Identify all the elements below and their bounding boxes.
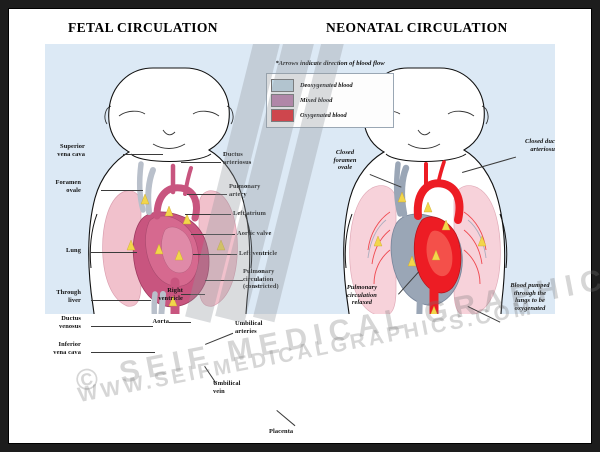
label-left-atrium: Left atrium	[233, 210, 266, 217]
title-fetal-circulation: FETAL CIRCULATION	[68, 20, 218, 35]
label-lung: Lung	[66, 247, 81, 254]
panel-bottom-wash	[300, 314, 555, 434]
panel-fetal-circulation: Superior vena cava Foramen ovale Lung Th…	[45, 44, 300, 434]
legend-label-oxygenated: Oxygenated blood	[300, 112, 347, 120]
label-foramen-ovale: Foramen ovale	[55, 179, 81, 194]
legend-label-deoxygenated: Deoxygenated blood	[300, 82, 353, 90]
label-pulmonary-artery: Pulmonary artery	[229, 183, 261, 198]
legend-item-oxygenated: Oxygenated blood	[271, 109, 389, 123]
legend-swatch-mixed	[271, 94, 294, 108]
leader-pulmonary-circulation	[205, 280, 243, 281]
leader-left-atrium	[185, 214, 231, 215]
legend-swatch-oxygenated	[271, 109, 294, 123]
label-umbilical-arteries: Umbilical arteries	[235, 320, 263, 335]
legend-swatch-deoxygenated	[271, 79, 294, 93]
label-pulmonary-circulation-constricted: Pulmonary circulation (constricted)	[243, 268, 279, 291]
label-pulmonary-circulation-relaxed: Pulmonary circulation relaxed	[346, 284, 378, 307]
leader-right-ventricle	[181, 294, 205, 295]
leader-superior-vena-cava	[123, 154, 163, 155]
label-through-liver: Through liver	[56, 289, 81, 304]
legend-note: *Arrows indicate direction of blood flow	[275, 60, 385, 67]
leader-aortic-valve	[191, 234, 235, 235]
leader-pulmonary-artery	[187, 194, 227, 195]
leader-aorta	[169, 322, 191, 323]
label-placenta: Placenta	[269, 428, 294, 434]
label-left-ventricle: Left ventricle	[239, 250, 278, 257]
label-ductus-arteriosus: Ductus arteriosus	[223, 151, 252, 166]
legend-item-mixed: Mixed blood	[271, 94, 389, 108]
leader-lung	[91, 252, 137, 253]
title-neonatal-circulation: NEONATAL CIRCULATION	[326, 20, 508, 35]
legend-label-mixed: Mixed blood	[300, 97, 333, 105]
leader-inferior-vena-cava	[91, 352, 155, 353]
label-umbilical-vein: Umbilical vein	[213, 380, 241, 395]
label-aorta: Aorta	[152, 318, 169, 325]
legend-box: Deoxygenated blood Mixed blood Oxygenate…	[266, 73, 394, 129]
leader-left-ventricle	[193, 254, 237, 255]
fetal-heart	[132, 163, 210, 349]
label-closed-foramen-ovale: Closed foramen ovale	[333, 149, 357, 172]
panel-neonatal-circulation: Closed foramen ovale Closed ductus arter…	[300, 44, 555, 434]
panel-bottom-wash	[45, 314, 300, 434]
legend-item-deoxygenated: Deoxygenated blood	[271, 79, 389, 93]
leader-ductus-arteriosus	[181, 162, 221, 163]
legend: *Arrows indicate direction of blood flow…	[266, 60, 394, 129]
illustration-card: FETAL CIRCULATION NEONATAL CIRCULATION	[8, 8, 600, 444]
label-closed-ductus-arteriosus: Closed ductus arteriosus	[524, 138, 555, 153]
diagram-stage: Superior vena cava Foramen ovale Lung Th…	[45, 44, 555, 434]
leader-ductus-venosus	[91, 326, 153, 327]
label-inferior-vena-cava: Inferior vena cava	[53, 341, 81, 356]
label-ductus-venosus: Ductus venosus	[58, 315, 81, 330]
label-blood-pumped-through-lungs: Blood pumped through the lungs to be oxy…	[510, 282, 550, 312]
leader-foramen-ovale	[101, 190, 143, 191]
label-aortic-valve: Aortic valve	[237, 230, 272, 237]
label-right-ventricle: Right ventricle	[158, 287, 183, 302]
title-bar: FETAL CIRCULATION NEONATAL CIRCULATION	[8, 8, 592, 44]
leader-through-liver	[91, 300, 151, 301]
label-superior-vena-cava: Superior vena cava	[57, 143, 85, 158]
